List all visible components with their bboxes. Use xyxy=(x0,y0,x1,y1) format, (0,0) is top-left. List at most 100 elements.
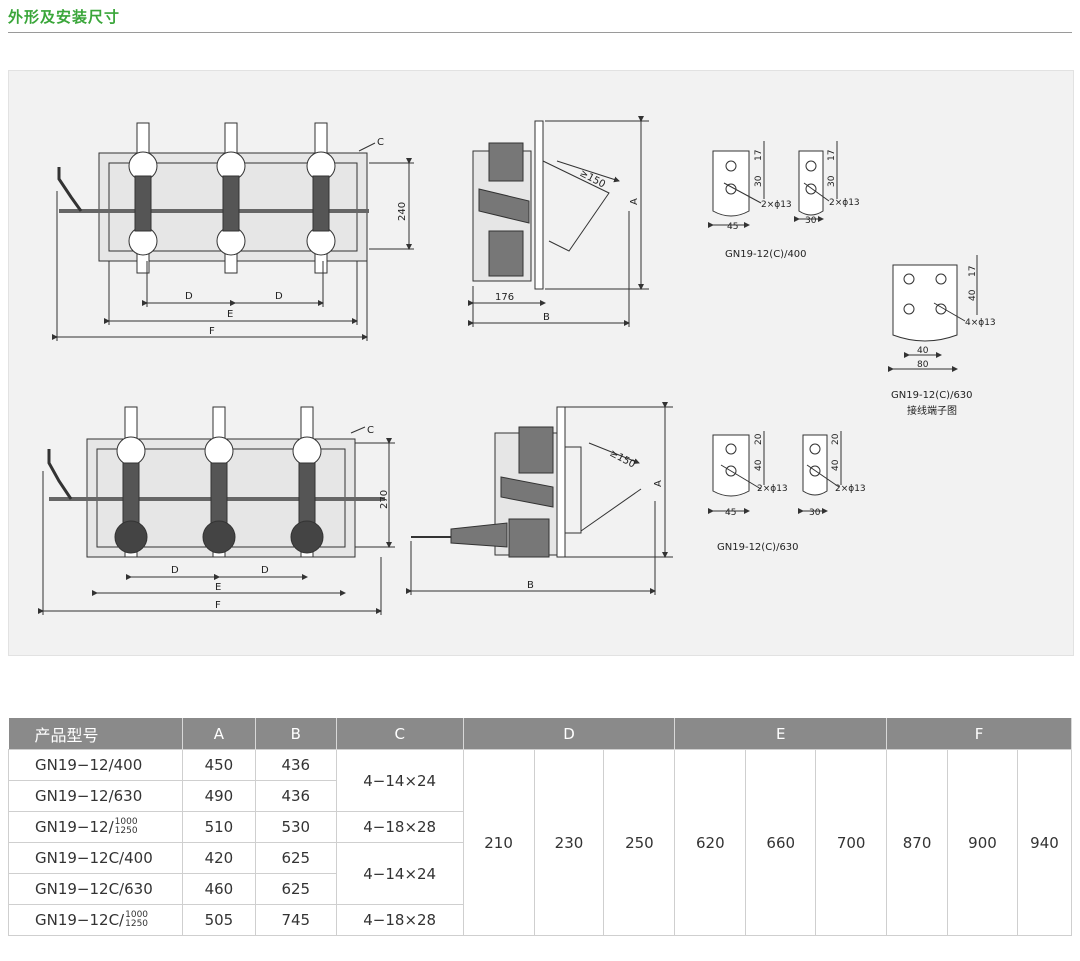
t630r-sublabel: 接线端子图 xyxy=(907,404,957,417)
front-view-top xyxy=(57,122,369,274)
header-f: F xyxy=(886,718,1072,750)
dim-b-top: B xyxy=(543,312,550,323)
header-e: E xyxy=(674,718,888,750)
cell-b: 625 xyxy=(254,842,337,874)
section-title: 外形及安装尺寸 xyxy=(8,8,121,26)
header-a: A xyxy=(182,718,256,750)
dimension-drawing: C D D E F 240 176 B A ≥150 45 30 17 30 1… xyxy=(8,70,1074,656)
t630b-holes-a: 2×ϕ13 xyxy=(757,484,788,494)
dim-150-bottom: ≥150 xyxy=(608,448,637,471)
dim-c-bottom: C xyxy=(367,425,374,436)
cell-a: 510 xyxy=(181,811,256,843)
cell-a: 460 xyxy=(181,873,256,905)
dim-e-bottom: E xyxy=(215,582,221,593)
cell-d1: 210 xyxy=(462,749,535,936)
dim-d2-bottom: D xyxy=(261,565,269,576)
drawing-svg: C D D E F 240 176 B A ≥150 45 30 17 30 1… xyxy=(38,116,996,615)
header-c: C xyxy=(336,718,464,750)
cell-b: 745 xyxy=(254,904,337,936)
fraction-top: 1000 xyxy=(125,910,149,921)
cell-model: GN19−12/400 xyxy=(8,749,183,781)
t630r-17: 17 xyxy=(968,266,978,277)
model-text: GN19−12C/ xyxy=(35,910,125,929)
fraction-bottom: 1250 xyxy=(114,826,138,837)
cell-d2: 230 xyxy=(533,749,605,936)
dim-d1-bottom: D xyxy=(171,565,179,576)
t630b-holes-b: 2×ϕ13 xyxy=(835,484,866,494)
t630b-w30: 30 xyxy=(809,508,821,518)
t630r-holes: 4×ϕ13 xyxy=(965,318,996,328)
t630r-40: 40 xyxy=(968,289,978,301)
title-divider xyxy=(8,32,1072,33)
t400-w30: 30 xyxy=(805,216,817,226)
dim-150-top: ≥150 xyxy=(578,168,607,191)
dim-b-bottom: B xyxy=(527,580,534,591)
t400-holes-b: 2×ϕ13 xyxy=(829,198,860,208)
fraction-top: 1000 xyxy=(114,817,138,828)
cell-f2: 900 xyxy=(947,749,1018,936)
cell-a: 505 xyxy=(181,904,256,936)
header-model: 产品型号 xyxy=(8,718,183,750)
cell-c: 4−18×28 xyxy=(335,811,464,843)
dim-f-bottom: F xyxy=(215,600,221,611)
front-view-bottom xyxy=(47,406,385,558)
table-row: GN19−12C/630 460 625 xyxy=(8,873,1072,905)
dim-270: 270 xyxy=(379,490,390,509)
t630r-w40: 40 xyxy=(917,346,929,356)
dim-a-top: A xyxy=(629,198,640,205)
side-view-top xyxy=(472,120,620,290)
t400-label: GN19-12(C)/400 xyxy=(725,249,807,260)
t630b-40a: 40 xyxy=(754,459,764,471)
cell-model: GN19−12C/400 xyxy=(8,842,183,874)
t630b-20b: 20 xyxy=(831,433,841,445)
side-view-bottom xyxy=(411,406,642,558)
cell-model: GN19−12/630 xyxy=(8,780,183,812)
t630b-20a: 20 xyxy=(754,433,764,445)
model-text: GN19−12/ xyxy=(35,817,114,836)
cell-c: 4−18×28 xyxy=(335,904,464,936)
cell-e3: 700 xyxy=(815,749,888,936)
t630r-w80: 80 xyxy=(917,360,929,370)
cell-model: GN19−12C/630 xyxy=(8,873,183,905)
cell-c: 4−14×24 xyxy=(335,842,464,905)
cell-b: 436 xyxy=(254,780,337,812)
spec-table: 产品型号 A B C D E F GN19−12/400 450 436 4−1… xyxy=(8,718,1073,936)
t400-holes-a: 2×ϕ13 xyxy=(761,200,792,210)
dim-f-top: F xyxy=(209,326,215,337)
header-b: B xyxy=(255,718,337,750)
cell-a: 450 xyxy=(181,749,256,781)
table-header-row: 产品型号 A B C D E F xyxy=(8,718,1072,750)
table-row: GN19−12/400 450 436 4−14×24 210 230 250 … xyxy=(8,749,1073,936)
cell-f3: 940 xyxy=(1016,749,1073,936)
dim-176: 176 xyxy=(495,292,514,303)
cell-a: 490 xyxy=(181,780,256,812)
cell-b: 436 xyxy=(254,749,337,781)
fraction-bottom: 1250 xyxy=(125,919,149,930)
t400-w45: 45 xyxy=(727,222,738,232)
t400-30b: 30 xyxy=(827,175,837,187)
dim-a-bottom: A xyxy=(653,480,664,487)
t400-17a: 17 xyxy=(754,150,764,161)
dim-240: 240 xyxy=(397,202,408,221)
terminal-400-drawing xyxy=(712,150,824,217)
dim-c-top: C xyxy=(377,137,384,148)
cell-e1: 620 xyxy=(674,749,747,936)
t630r-label: GN19-12(C)/630 xyxy=(891,390,973,401)
terminal-630-right-drawing xyxy=(892,264,958,342)
table-row: GN19−12/630 490 436 xyxy=(8,780,1072,812)
cell-a: 420 xyxy=(181,842,256,874)
dim-e-top: E xyxy=(227,309,233,320)
cell-b: 625 xyxy=(254,873,337,905)
cell-c: 4−14×24 xyxy=(335,749,464,812)
dim-d2-top: D xyxy=(275,291,283,302)
cell-e2: 660 xyxy=(745,749,817,936)
t400-30a: 30 xyxy=(754,175,764,187)
t630b-w45: 45 xyxy=(725,508,736,518)
table-row: GN19−12C/400 420 625 4−14×24 xyxy=(8,842,1072,905)
cell-b: 530 xyxy=(254,811,337,843)
t630b-40b: 40 xyxy=(831,459,841,471)
